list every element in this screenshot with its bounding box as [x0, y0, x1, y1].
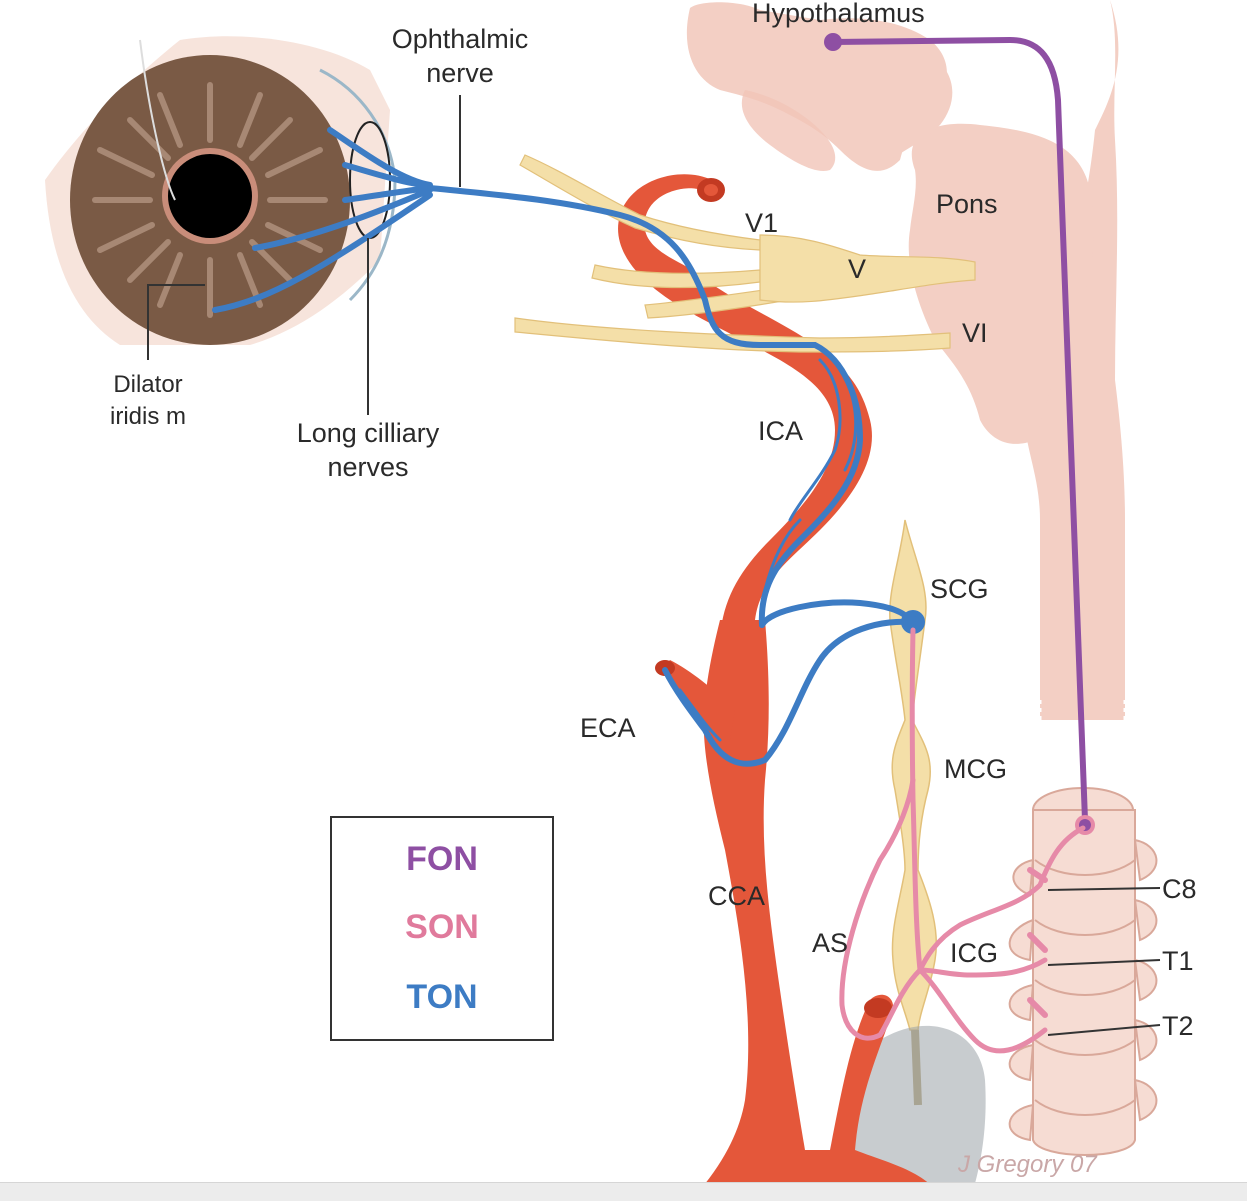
labels: Hypothalamus Ophthalmic nerve V1 V VI Po…	[110, 0, 1197, 1041]
third-order-neuron	[212, 127, 925, 767]
label-hypothalamus: Hypothalamus	[752, 0, 925, 28]
artist-signature: J Gregory 07	[957, 1151, 1098, 1178]
leader-lines	[139, 39, 1161, 1036]
label-as: AS	[812, 928, 848, 958]
spinal-column	[1008, 787, 1158, 1156]
label-ophthalmic-nerve-2: nerve	[426, 58, 494, 88]
label-long-ciliary-1: Long cilliary	[297, 418, 440, 448]
window-bottom-bar	[0, 1182, 1247, 1201]
eye	[45, 36, 397, 345]
legend: FON SON TON	[330, 816, 554, 1041]
label-v: V	[848, 254, 866, 284]
label-scg: SCG	[930, 574, 989, 604]
legend-box	[330, 816, 554, 1041]
legend-son: SON	[405, 908, 479, 946]
label-dilator-1: Dilator	[113, 371, 182, 398]
label-pons: Pons	[936, 189, 998, 219]
second-order-neuron	[839, 627, 1086, 1054]
label-icg: ICG	[950, 938, 998, 968]
label-dilator-2: iridis m	[110, 403, 186, 430]
label-eca: ECA	[580, 713, 636, 743]
legend-fon: FON	[406, 840, 478, 878]
cranial-nerves	[514, 154, 976, 353]
label-v1: V1	[745, 208, 778, 238]
label-c8: C8	[1162, 874, 1197, 904]
subclavian-shadow	[840, 1025, 986, 1200]
label-ophthalmic-nerve-1: Ophthalmic	[392, 24, 529, 54]
label-ica: ICA	[758, 416, 803, 446]
label-cca: CCA	[708, 881, 765, 911]
label-long-ciliary-2: nerves	[327, 452, 408, 482]
label-mcg: MCG	[944, 754, 1007, 784]
label-t2: T2	[1162, 1011, 1194, 1041]
legend-ton: TON	[406, 978, 477, 1016]
first-order-neuron	[824, 33, 1095, 835]
label-t1: T1	[1162, 946, 1194, 976]
label-vi: VI	[962, 318, 988, 348]
